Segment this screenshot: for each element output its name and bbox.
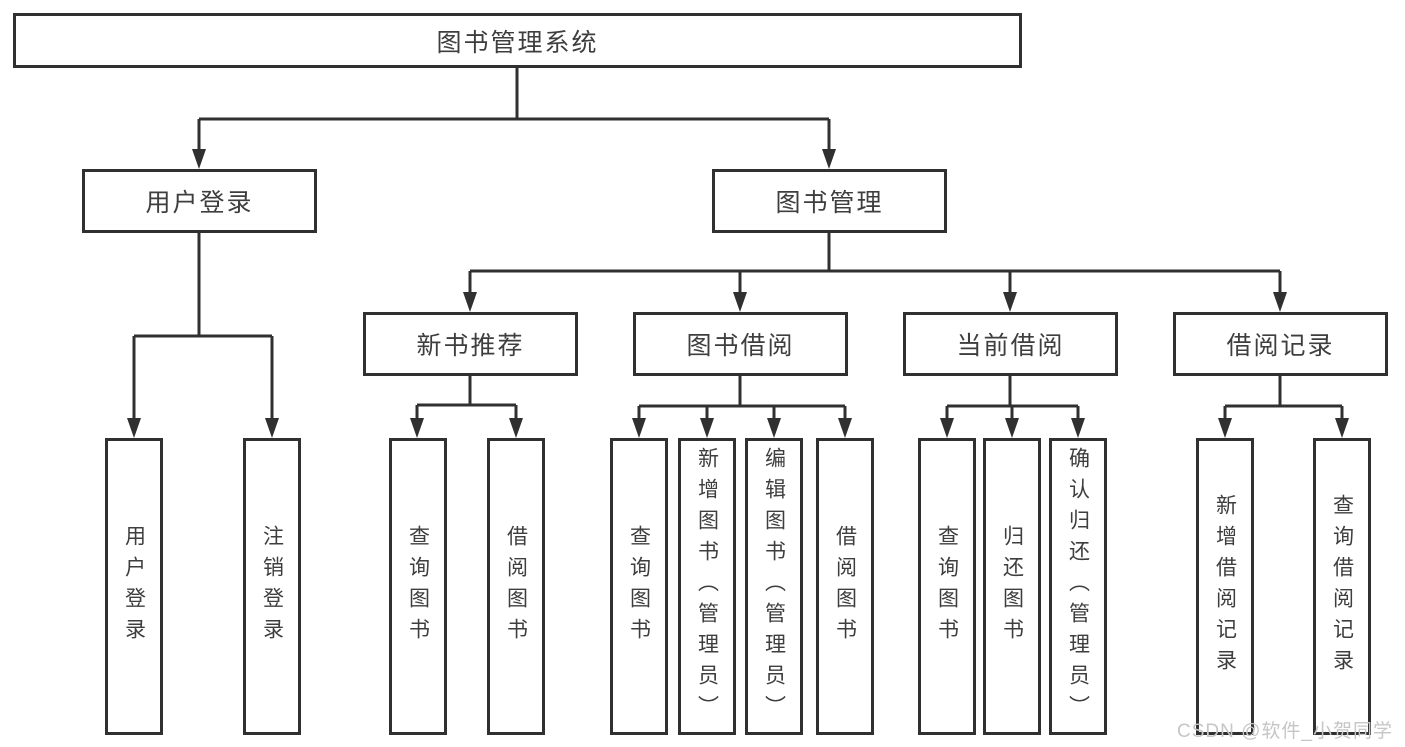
leaf-return-books: 归还图书 — [983, 438, 1041, 735]
node-new-book-recommend-label: 新书推荐 — [416, 332, 525, 360]
leaf-query-books-2: 查询图书 — [610, 438, 668, 735]
node-user-login: 用户登录 — [82, 169, 317, 233]
leaf-borrow-books-1: 借阅图书 — [487, 438, 545, 735]
node-book-management-label: 图书管理 — [775, 189, 884, 217]
leaf-user-login: 用户登录 — [105, 438, 163, 735]
leaf-query-borrow-record: 查询借阅记录 — [1313, 438, 1371, 735]
leaf-query-books-1: 查询图书 — [389, 438, 447, 735]
leaf-borrow-books-2-label: 借阅图书 — [833, 524, 857, 649]
leaf-borrow-books-2: 借阅图书 — [816, 438, 874, 735]
leaf-add-book-admin-label: 新增图书（管理员） — [695, 447, 719, 726]
leaf-query-books-3: 查询图书 — [918, 438, 976, 735]
arrowheads — [127, 149, 1349, 438]
node-user-login-label: 用户登录 — [145, 189, 254, 217]
node-book-borrow-label: 图书借阅 — [686, 332, 795, 360]
node-root-label: 图书管理系统 — [436, 28, 599, 57]
leaf-logout: 注销登录 — [243, 438, 301, 735]
leaf-borrow-books-1-label: 借阅图书 — [504, 524, 528, 649]
leaf-query-books-1-label: 查询图书 — [406, 524, 430, 649]
node-new-book-recommend: 新书推荐 — [363, 312, 578, 376]
node-borrow-records-label: 借阅记录 — [1226, 332, 1335, 360]
node-book-borrow: 图书借阅 — [633, 312, 848, 376]
leaf-add-borrow-record: 新增借阅记录 — [1196, 438, 1254, 735]
leaf-confirm-return-admin: 确认归还（管理员） — [1049, 438, 1107, 735]
leaf-return-books-label: 归还图书 — [1000, 524, 1024, 649]
node-root: 图书管理系统 — [13, 13, 1022, 68]
leaf-confirm-return-admin-label: 确认归还（管理员） — [1066, 447, 1090, 726]
node-current-borrow: 当前借阅 — [903, 312, 1118, 376]
leaf-query-books-2-label: 查询图书 — [627, 524, 651, 649]
leaf-logout-label: 注销登录 — [260, 524, 284, 649]
watermark: CSDN @软件_小贺同学 — [1177, 721, 1393, 742]
node-borrow-records: 借阅记录 — [1173, 312, 1388, 376]
leaf-user-login-label: 用户登录 — [122, 524, 146, 649]
node-current-borrow-label: 当前借阅 — [956, 332, 1065, 360]
leaf-add-book-admin: 新增图书（管理员） — [678, 438, 736, 735]
leaf-query-books-3-label: 查询图书 — [935, 524, 959, 649]
leaf-edit-book-admin: 编辑图书（管理员） — [745, 438, 803, 735]
leaf-add-borrow-record-label: 新增借阅记录 — [1213, 493, 1237, 680]
leaf-edit-book-admin-label: 编辑图书（管理员） — [762, 447, 786, 726]
leaf-query-borrow-record-label: 查询借阅记录 — [1330, 493, 1354, 680]
node-book-management: 图书管理 — [712, 169, 947, 233]
